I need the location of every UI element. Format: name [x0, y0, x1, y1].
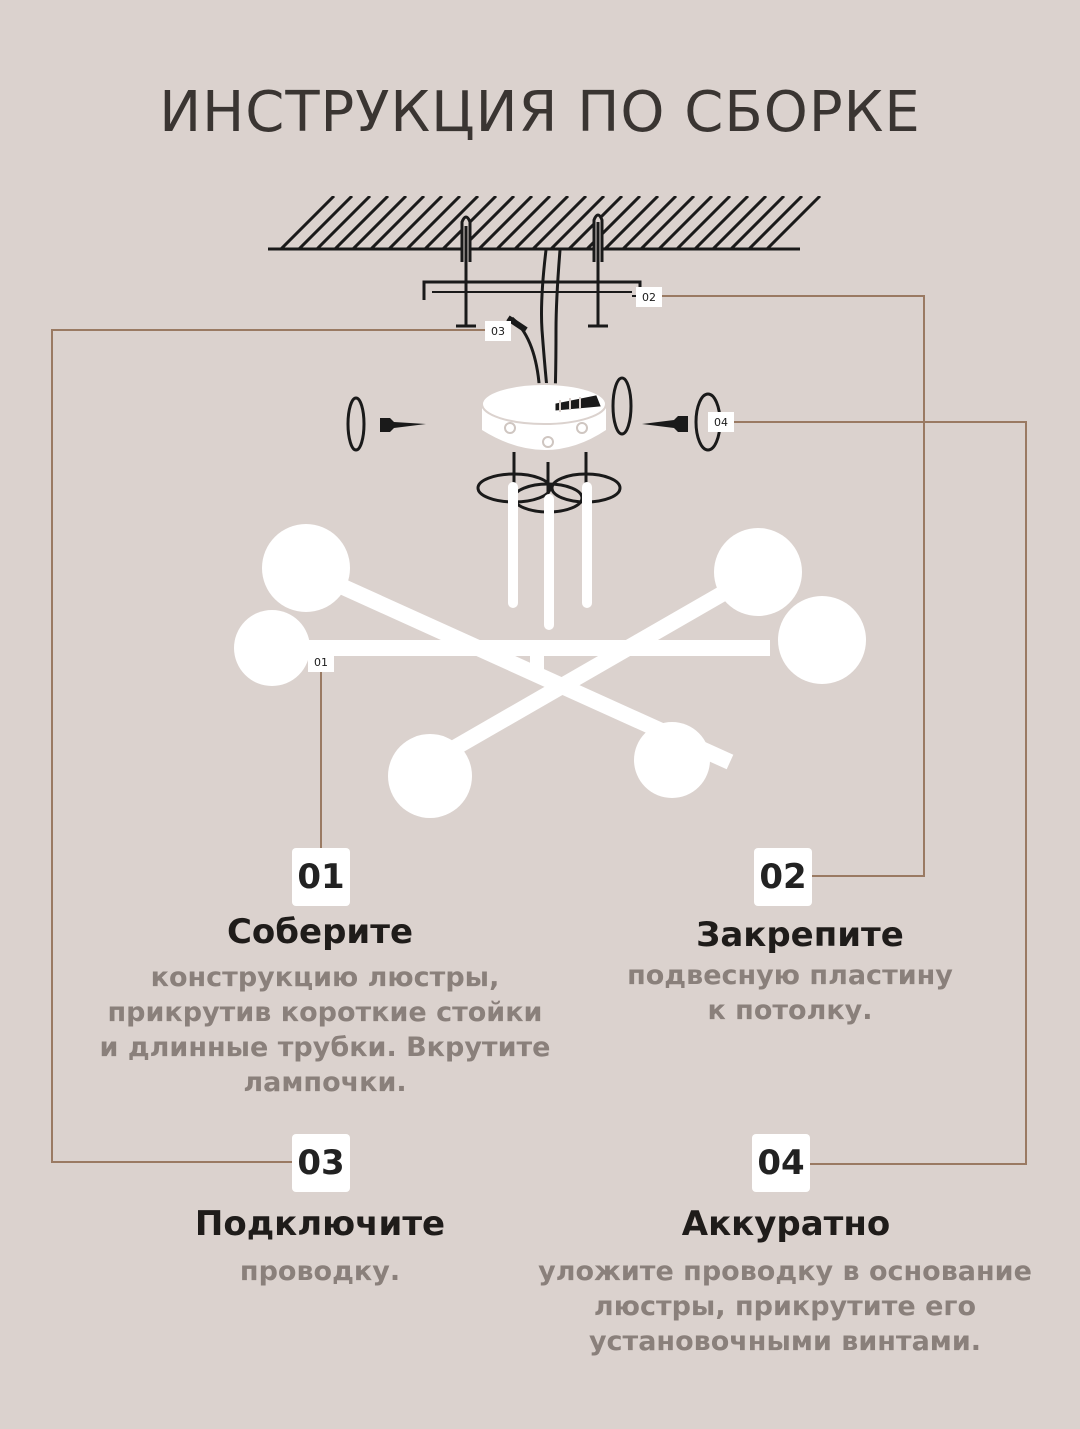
step-02-line-1: подвесную пластину	[627, 960, 953, 991]
leader-line-04	[730, 421, 1027, 1165]
step-heading-02: Закрепите	[696, 915, 904, 955]
canopy-screw	[555, 395, 601, 412]
step-number-01: 01	[292, 848, 350, 906]
step-description-04: уложите проводку в основание люстры, при…	[500, 1254, 1070, 1359]
hanging-rods	[476, 452, 622, 630]
step-03-line-1: проводку.	[239, 1256, 401, 1287]
callout-02: 02	[642, 291, 656, 304]
callout-04: 04	[714, 416, 728, 429]
step-heading-01: Соберите	[226, 912, 414, 952]
step-02-line-2: к потолку.	[707, 995, 873, 1026]
wires	[506, 249, 562, 399]
leader-line-03	[51, 329, 486, 1163]
leader-line-02	[660, 295, 925, 877]
callout-01: 01	[314, 656, 328, 669]
step-description-03: проводку.	[170, 1254, 470, 1289]
page-title: ИНСТРУКЦИЯ ПО СБОРКЕ	[159, 80, 921, 145]
side-screw-right	[611, 376, 722, 452]
canopy	[481, 383, 607, 450]
mounting-plate	[422, 280, 652, 300]
step-04-line-1: уложите проводку в основание	[538, 1256, 1032, 1287]
step-description-02: подвесную пластину к потолку.	[590, 958, 990, 1028]
step-01-line-1: конструкцию люстры,	[150, 962, 500, 993]
step-01-line-3: и длинные трубки. Вкрутите	[99, 1032, 551, 1063]
side-screw-left	[346, 396, 426, 452]
step-number-02: 02	[754, 848, 812, 906]
step-04-line-2: люстры, прикрутите его	[593, 1291, 977, 1322]
chandelier	[234, 524, 866, 818]
step-01-line-2: прикрутив короткие стойки	[107, 997, 543, 1028]
step-heading-04: Аккуратно	[681, 1204, 891, 1244]
step-number-04: 04	[752, 1134, 810, 1192]
anchor-screws	[456, 213, 608, 328]
leader-lines	[51, 295, 1027, 1165]
callout-03: 03	[491, 325, 505, 338]
step-01-line-4: лампочки.	[243, 1067, 407, 1098]
callout-labels: 01 02 03 04	[308, 287, 734, 672]
step-heading-03: Подключите	[194, 1204, 446, 1244]
ceiling-hatch	[268, 196, 822, 251]
step-number-03: 03	[292, 1134, 350, 1192]
step-description-01: конструкцию люстры, прикрутив короткие с…	[70, 960, 580, 1100]
step-04-line-3: установочными винтами.	[588, 1326, 982, 1357]
